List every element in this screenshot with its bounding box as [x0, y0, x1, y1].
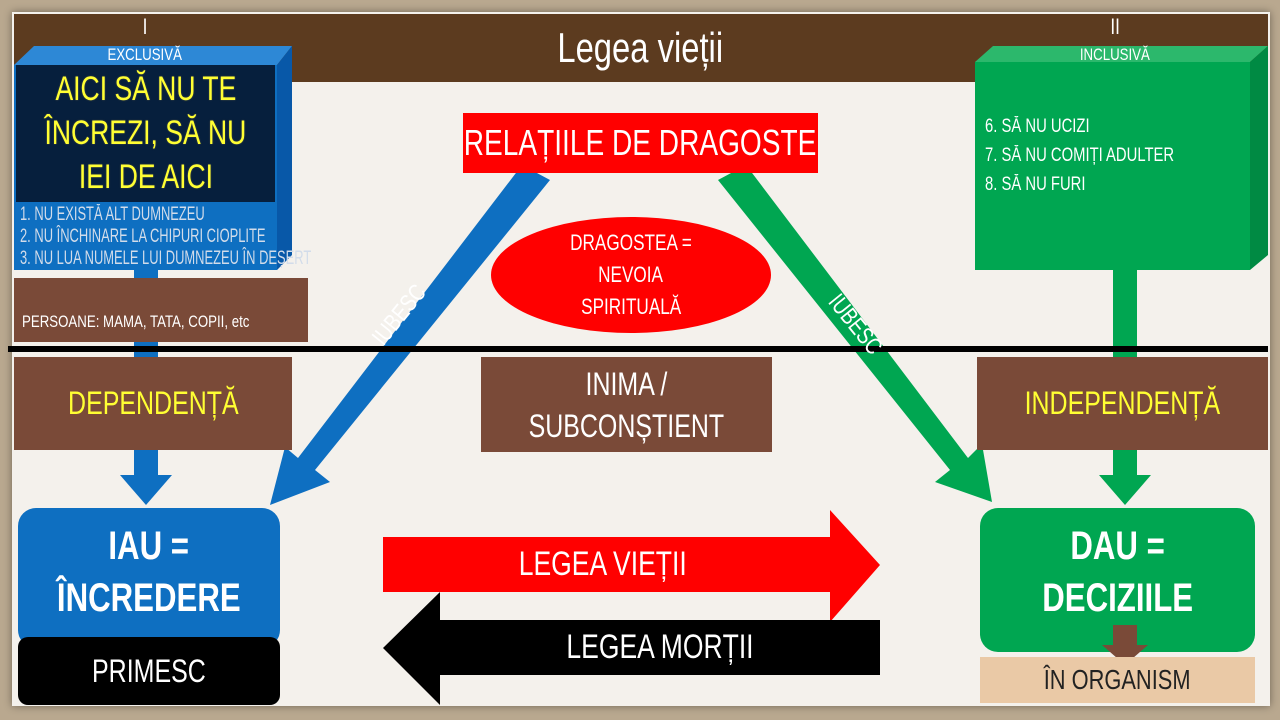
ellipse-line: NEVOIA [598, 262, 664, 287]
overlay-line-text: IEI DE AICI [78, 158, 213, 196]
overlay-line-text: AICI SĂ NU TE [55, 70, 236, 108]
green-box-front [975, 62, 1250, 270]
ellipse-line: SPIRITUALĂ [580, 294, 682, 319]
take-trust-line: IAU = [108, 524, 190, 568]
list-item-text: 7. SĂ NU COMIȚI ADULTER [985, 145, 1175, 166]
ellipse-text: DRAGOSTEA = NEVOIA SPIRITUALĂ [491, 220, 771, 330]
spiritual-need-ellipse [491, 217, 771, 333]
blue-box-top [14, 46, 292, 65]
inclusive-label: INCLUSIVĂ [1030, 44, 1200, 66]
persons-text: PERSOANE: MAMA, TATA, COPII, etc [22, 312, 250, 331]
overlay-line: ÎNCREZI, SĂ NU [16, 111, 275, 155]
take-trust-box: IAU = ÎNCREDERE [18, 508, 280, 648]
overlay-line: IEI DE AICI [16, 155, 275, 199]
list-item-text: 8. SĂ NU FURI [985, 174, 1086, 195]
warning-overlay-text: AICI SĂ NU TE ÎNCREZI, SĂ NU IEI DE AICI [16, 67, 275, 200]
persons-box: PERSOANE: MAMA, TATA, COPII, etc [14, 278, 308, 342]
dark-overlay [16, 65, 275, 202]
commandment-item: 1. NU EXISTĂ ALT DUMNEZEU [20, 204, 275, 226]
green-down-arrow-icon [1099, 475, 1151, 505]
exclusive-label: EXCLUSIVĂ [60, 44, 230, 66]
commandment-item: 2. NU ÎNCHINARE LA CHIPURI CIOPLITE [20, 226, 275, 248]
law-of-life-label: LEGEA VIEȚII [383, 537, 823, 592]
independence-text: INDEPENDENȚĂ [1024, 385, 1221, 421]
give-decisions-box: DAU = DECIZIILE [980, 508, 1255, 652]
organism-text: ÎN ORGANISM [1044, 664, 1191, 695]
slide-title-text: Legea vieții [557, 24, 723, 71]
inclusive-label-text: INCLUSIVĂ [1079, 45, 1151, 64]
roman-two: II [1090, 14, 1140, 40]
organism-box: ÎN ORGANISM [980, 657, 1255, 703]
take-trust-line: ÎNCREDERE [57, 576, 241, 620]
law-of-life-arrow-icon [383, 510, 880, 622]
divider-line [8, 346, 1268, 352]
law-of-life-text: LEGEA VIEȚII [518, 545, 688, 583]
list-item: 7. SĂ NU COMIȚI ADULTER [985, 141, 1245, 170]
law-of-death-text: LEGEA MORȚII [566, 628, 754, 666]
blue-box-side [277, 46, 292, 270]
dependence-text: DEPENDENȚĂ [67, 385, 239, 421]
love-relations-text: RELAȚIILE DE DRAGOSTE [464, 122, 817, 163]
law-of-death-arrow-icon [383, 592, 880, 705]
list-item: 6. SĂ NU UCIZI [985, 112, 1245, 141]
overlay-line-text: ÎNCREZI, SĂ NU [44, 114, 247, 152]
heart-line: SUBCONȘTIENT [528, 407, 725, 444]
ellipse-line: DRAGOSTEA = [570, 230, 692, 255]
roman-two-text: II [1110, 14, 1120, 39]
commandment-text: 2. NU ÎNCHINARE LA CHIPURI CIOPLITE [20, 226, 266, 247]
receive-box: PRIMESC [18, 637, 280, 705]
receive-text: PRIMESC [92, 652, 206, 689]
heart-line: INIMA / [585, 365, 668, 402]
slide-title: Legea vieții [0, 14, 1280, 82]
commandment-item: 3. NU LUA NUMELE LUI DUMNEZEU ÎN DEȘERT [20, 248, 311, 270]
love-relations-box: RELAȚIILE DE DRAGOSTE [463, 113, 818, 173]
list-item: 8. SĂ NU FURI [985, 170, 1245, 199]
blue-diagonal-arrow-icon [270, 165, 550, 505]
hidden-commandments: 1. NU EXISTĂ ALT DUMNEZEU 2. NU ÎNCHINAR… [20, 204, 311, 270]
blue-down-arrow-icon [120, 475, 172, 505]
give-decisions-line: DECIZIILE [1042, 576, 1193, 620]
green-box-side [1250, 46, 1268, 270]
roman-one-text: I [142, 14, 148, 39]
dependence-box: DEPENDENȚĂ [14, 357, 292, 450]
commandment-text: 1. NU EXISTĂ ALT DUMNEZEU [20, 204, 205, 225]
independence-box: INDEPENDENȚĂ [977, 357, 1268, 450]
commandment-text: 3. NU LUA NUMELE LUI DUMNEZEU ÎN DEȘERT [20, 248, 312, 269]
list-item-text: 6. SĂ NU UCIZI [985, 116, 1090, 137]
law-of-death-label: LEGEA MORȚII [440, 620, 880, 675]
green-box-top [975, 46, 1268, 62]
heart-box: INIMA / SUBCONȘTIENT [481, 357, 772, 452]
commandments-list: 6. SĂ NU UCIZI 7. SĂ NU COMIȚI ADULTER 8… [985, 112, 1245, 199]
green-diagonal-arrow-icon [718, 165, 992, 502]
exclusive-label-text: EXCLUSIVĂ [107, 45, 183, 64]
overlay-line: AICI SĂ NU TE [16, 67, 275, 111]
give-decisions-line: DAU = [1070, 524, 1165, 568]
roman-one: I [120, 14, 170, 40]
